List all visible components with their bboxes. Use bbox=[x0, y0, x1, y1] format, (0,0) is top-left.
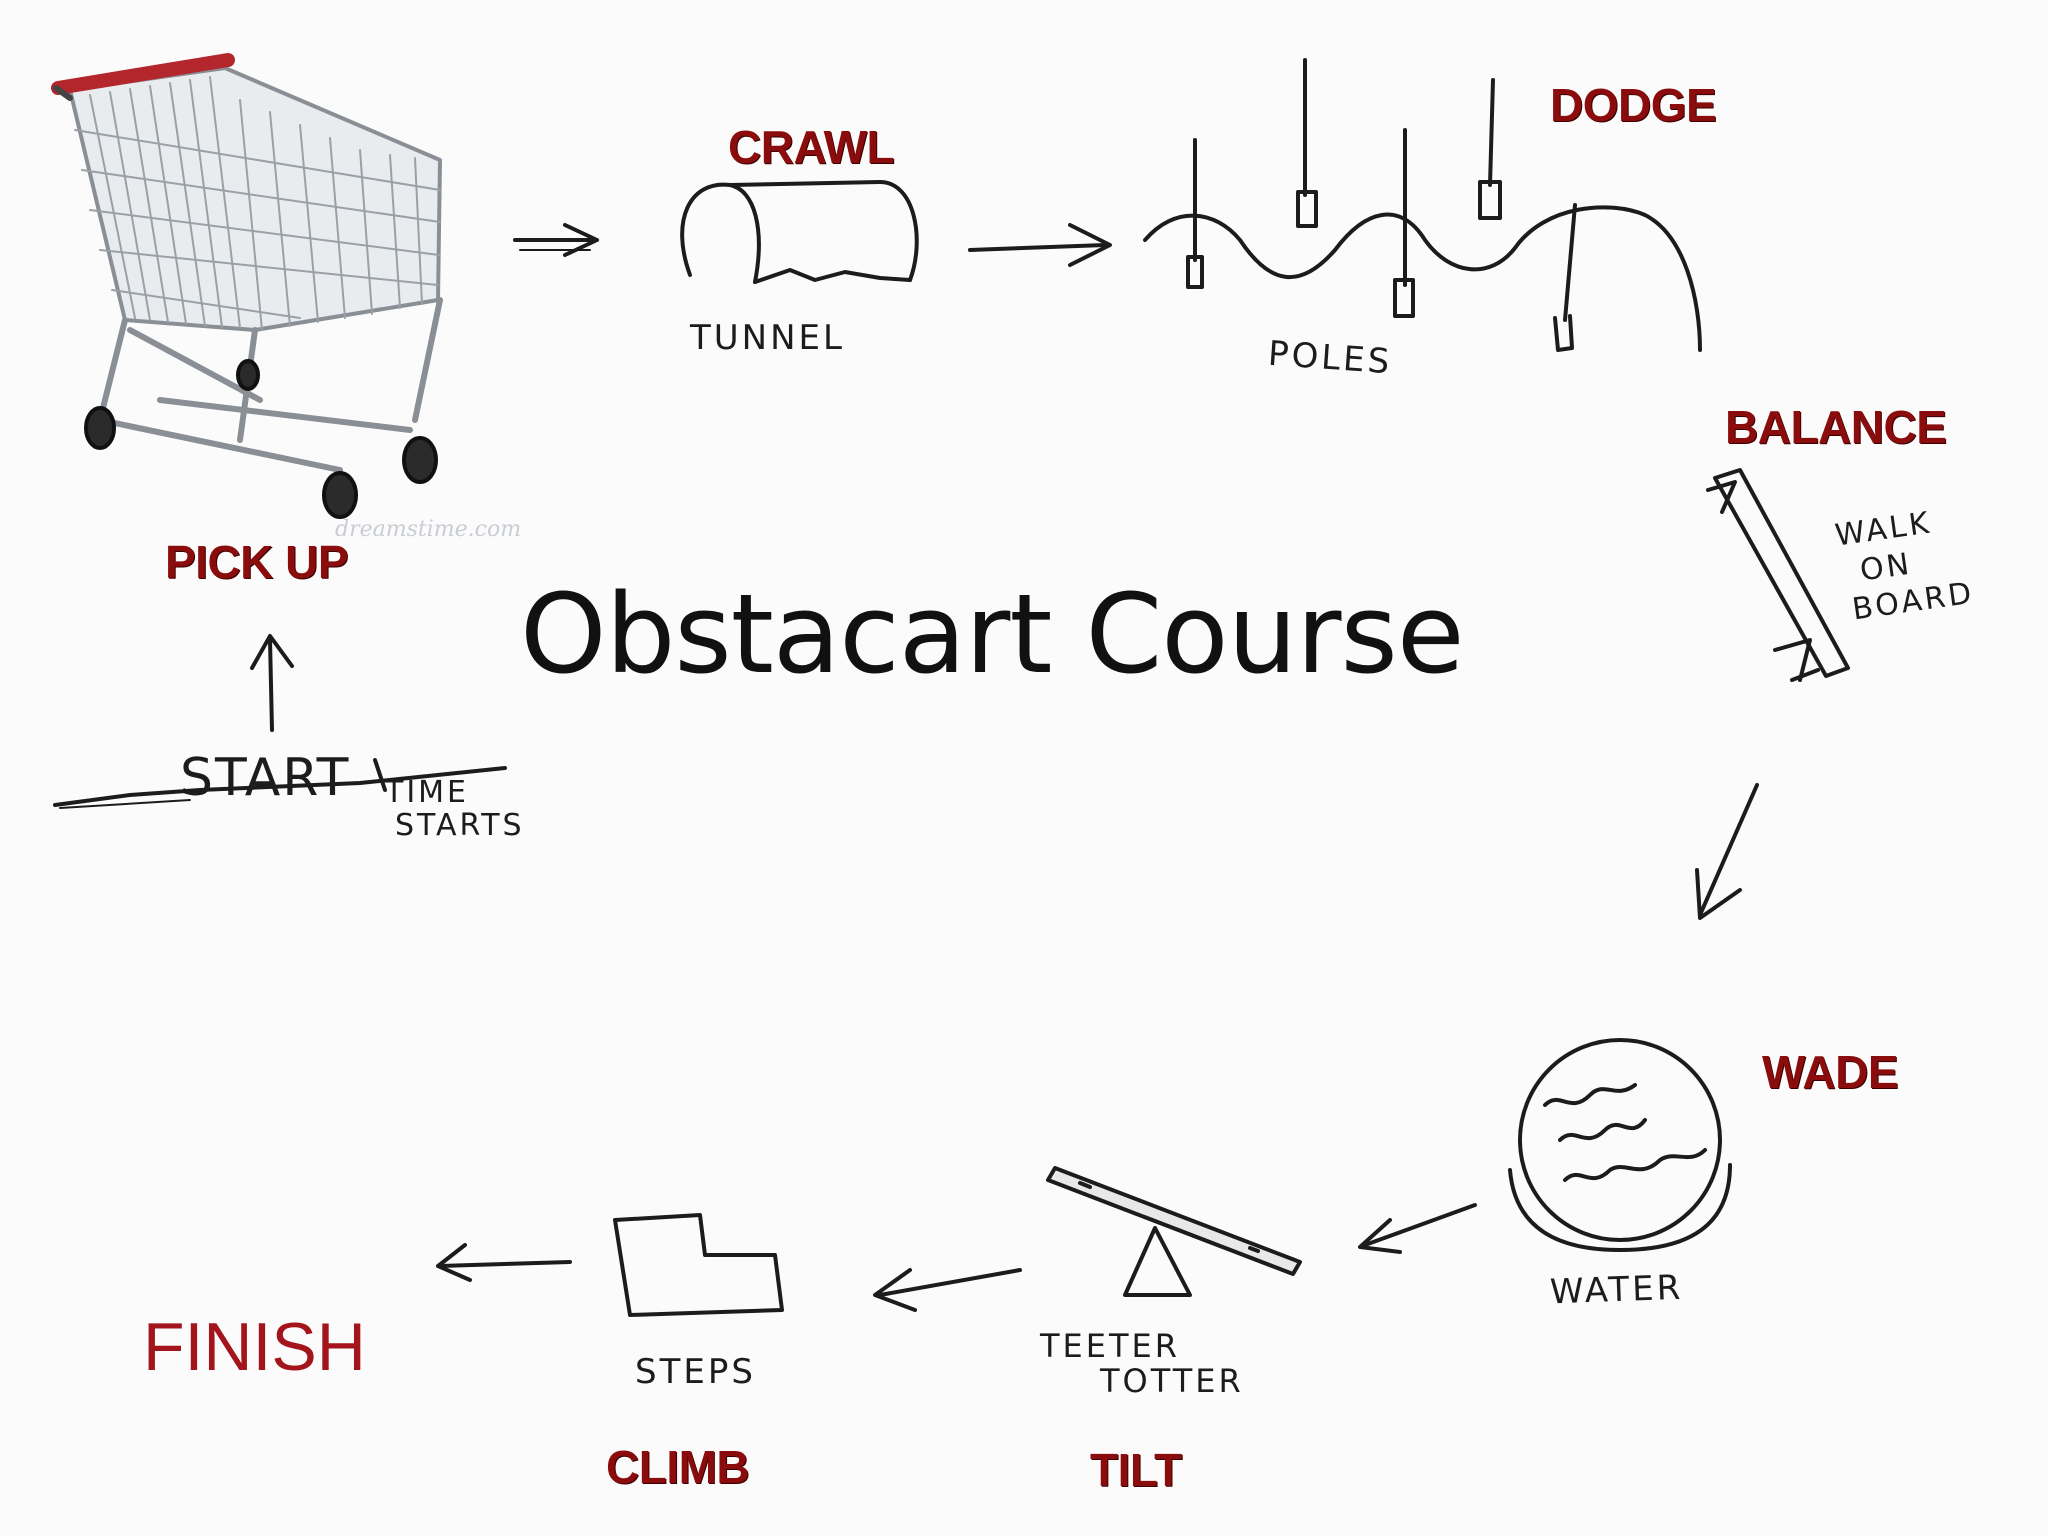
watermark-text: dreamstime.com bbox=[335, 517, 522, 542]
water-icon bbox=[1508, 1038, 1732, 1252]
arrow-icon bbox=[250, 634, 294, 732]
start-line bbox=[53, 758, 507, 809]
label-wade: WADE bbox=[1762, 1046, 1899, 1098]
steps-icon bbox=[613, 1213, 784, 1317]
label-balance: BALANCE bbox=[1725, 401, 1947, 453]
teeter-totter-icon bbox=[1046, 1166, 1302, 1297]
label-crawl: CRAWL bbox=[728, 121, 895, 173]
sketch-label-time: TIME bbox=[385, 775, 470, 810]
board-icon bbox=[1706, 468, 1850, 682]
arrow-icon bbox=[436, 1243, 572, 1282]
page-title: Obstacart Course bbox=[520, 570, 1464, 698]
shopping-cart-icon bbox=[51, 53, 443, 519]
label-pickup: PICK UP bbox=[165, 536, 349, 588]
sketch-label-on: ON bbox=[1857, 546, 1915, 589]
sketch-label-totter: TOTTER bbox=[1100, 1362, 1244, 1400]
sketch-label-poles: POLES bbox=[1266, 333, 1394, 383]
tunnel-icon bbox=[680, 180, 919, 284]
label-finish: FINISH bbox=[143, 1309, 366, 1385]
poles-icon bbox=[1143, 58, 1702, 352]
arrow-icon bbox=[513, 223, 599, 257]
label-tilt: TILT bbox=[1090, 1444, 1182, 1496]
arrow-icon bbox=[873, 1268, 1022, 1312]
sketch-label-steps: STEPS bbox=[635, 1352, 756, 1392]
arrow-icon bbox=[1695, 783, 1759, 920]
arrow-icon bbox=[1358, 1203, 1477, 1254]
sketch-label-tunnel: TUNNEL bbox=[690, 318, 845, 358]
sketch-label-start: START bbox=[180, 748, 351, 808]
sketch-label-teeter: TEETER bbox=[1040, 1327, 1180, 1365]
sketch-label-starts: STARTS bbox=[395, 808, 525, 843]
sketch-label-water: WATER bbox=[1549, 1267, 1684, 1313]
label-dodge: DODGE bbox=[1550, 79, 1717, 131]
label-climb: CLIMB bbox=[606, 1441, 750, 1493]
arrow-icon bbox=[968, 223, 1112, 267]
